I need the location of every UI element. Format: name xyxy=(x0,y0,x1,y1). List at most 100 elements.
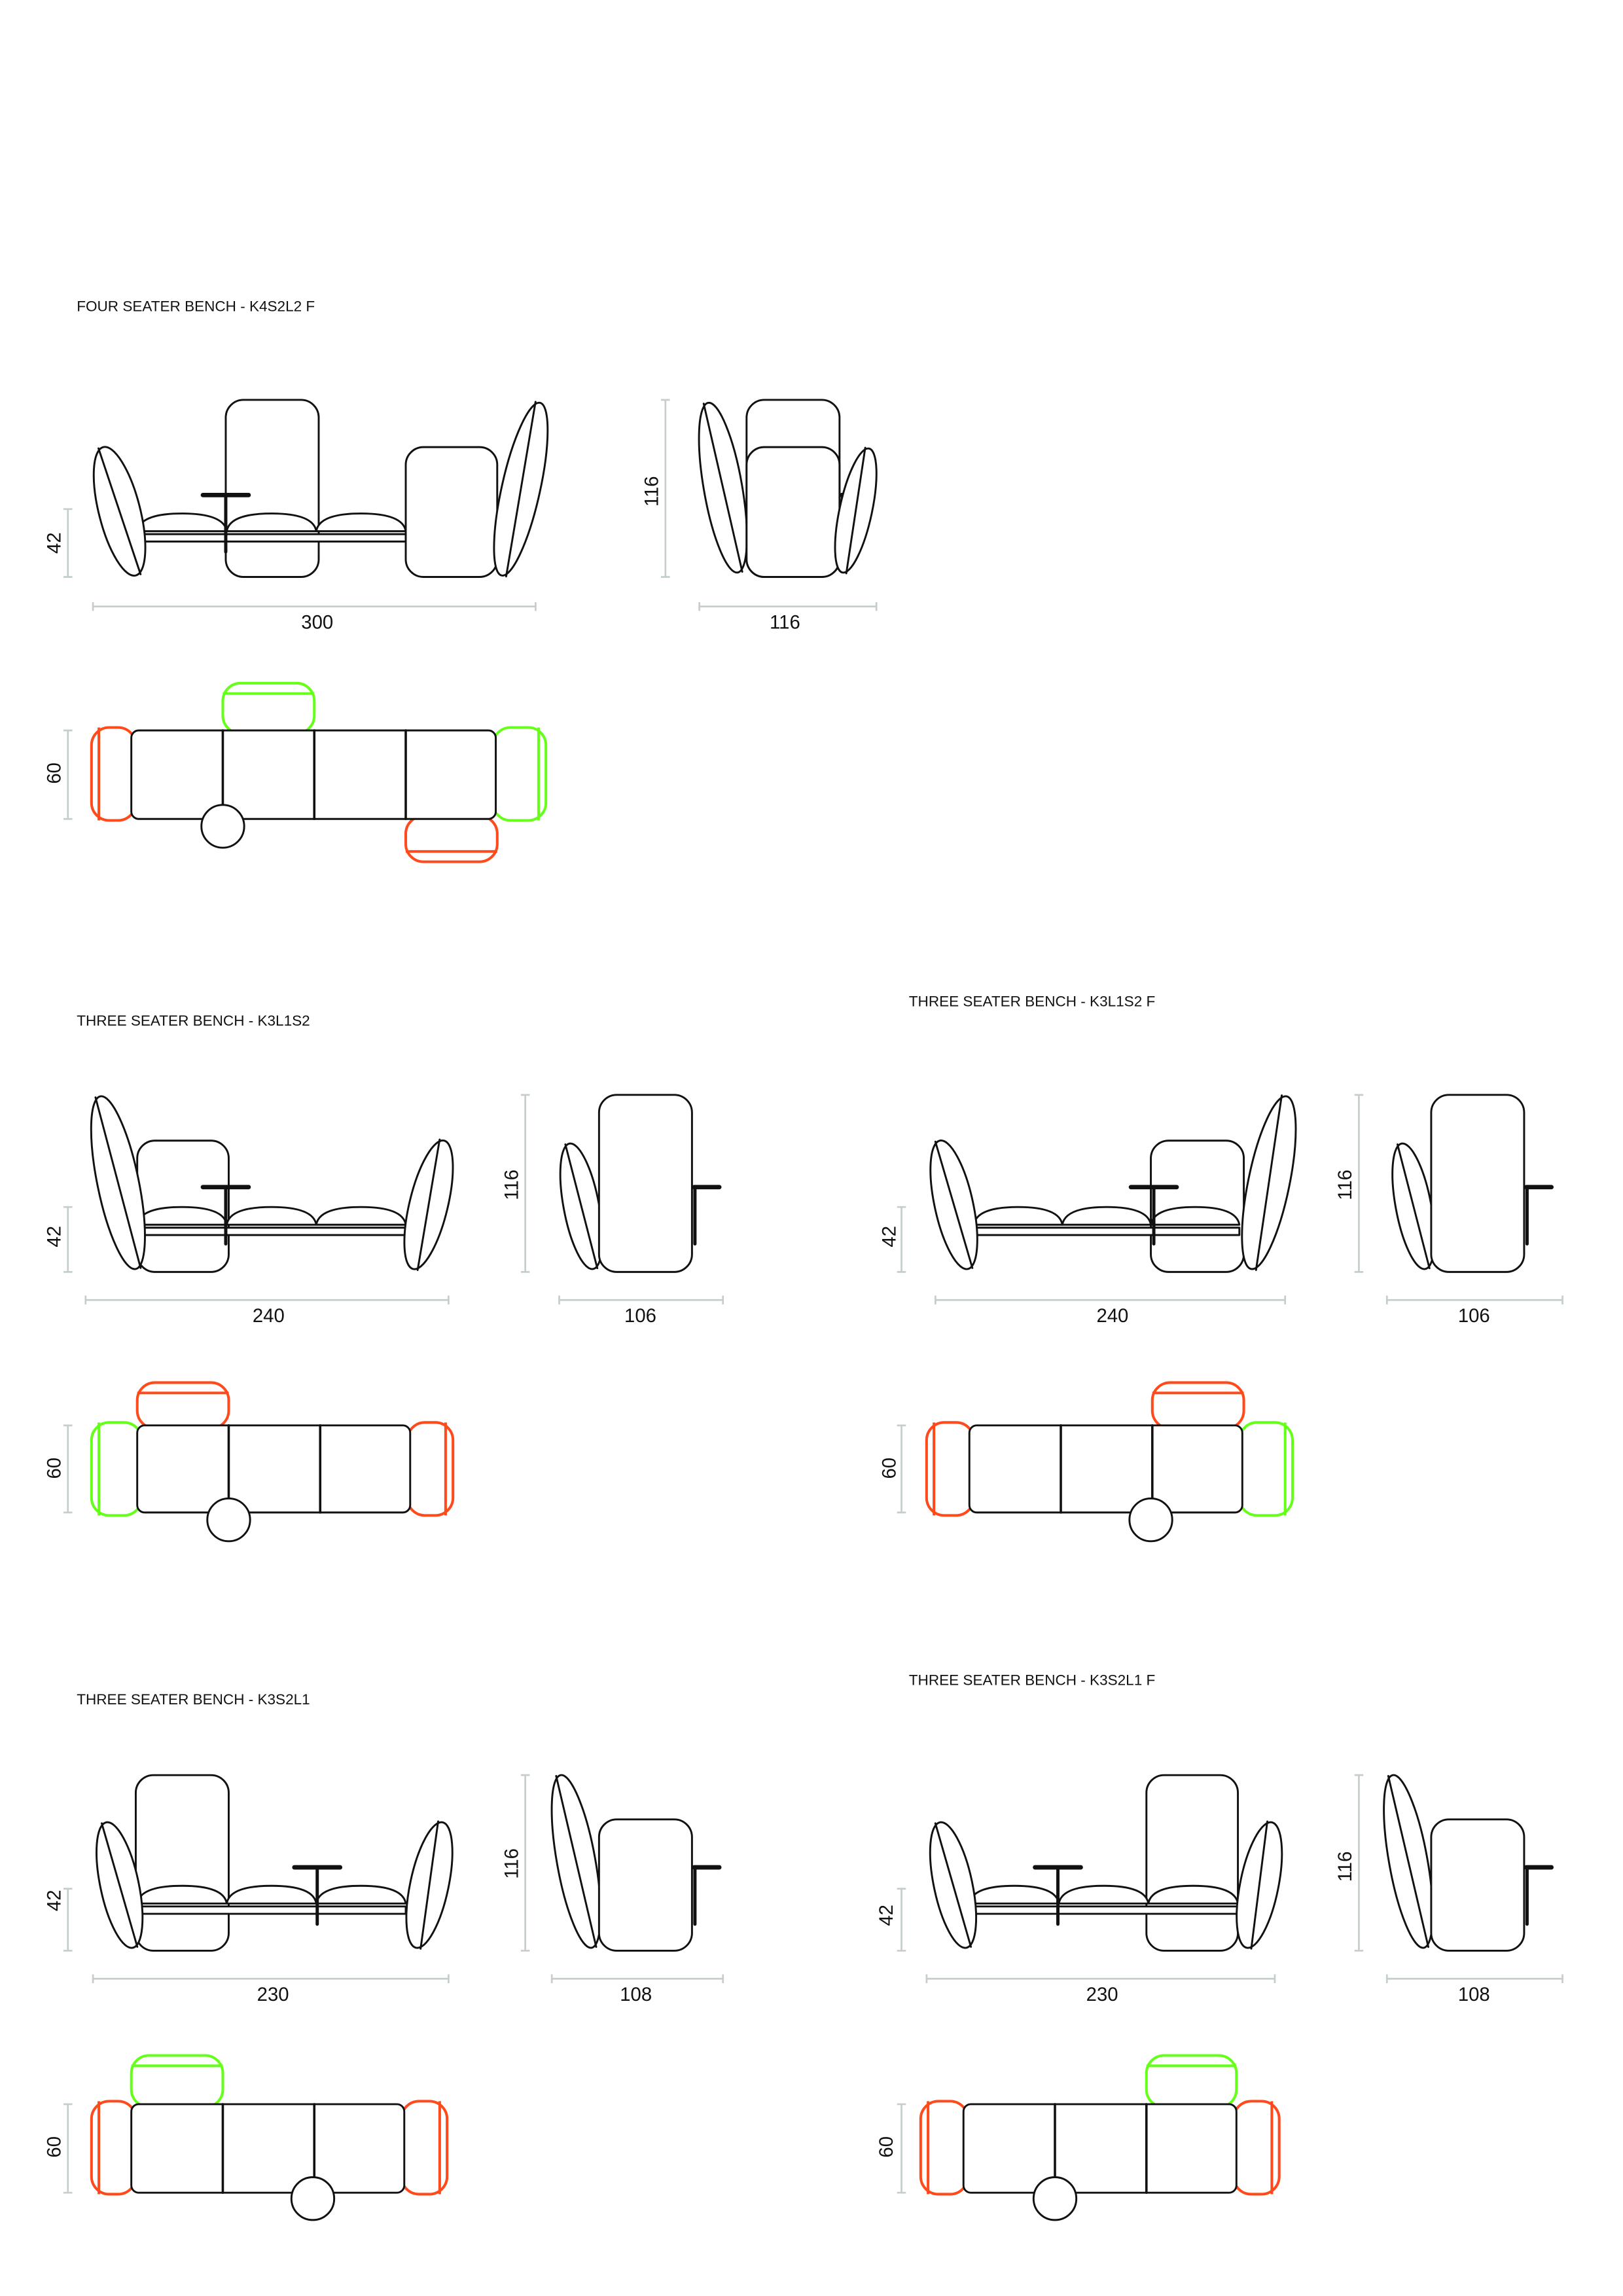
seat-cushion xyxy=(315,1206,407,1226)
plan-side-table xyxy=(290,2176,336,2221)
table-top xyxy=(292,1865,343,1870)
seat-cushion xyxy=(972,1206,1063,1226)
plan-cap-green xyxy=(221,681,316,735)
dimension-total-height: 116 xyxy=(501,1170,522,1200)
side-panel xyxy=(698,401,748,574)
dimension-width: 240 xyxy=(1096,1305,1128,1327)
dimension-plan-depth: 60 xyxy=(43,2136,65,2158)
dimension-depth: 116 xyxy=(770,611,800,633)
plan-side-table xyxy=(1032,2176,1078,2221)
side-panel-seam xyxy=(1396,1143,1431,1270)
dimension-plan-depth: 60 xyxy=(876,2136,897,2158)
seat-cushion xyxy=(968,1884,1060,1905)
dimension-line-horizontal xyxy=(92,1974,450,1984)
side-panel-seam xyxy=(419,1820,439,1950)
table-top xyxy=(1524,1185,1554,1190)
side-panel xyxy=(929,1139,978,1270)
side-panel-seam xyxy=(934,1822,972,1948)
section-k3s2l1-f: THREE SEATER BENCH - K3S2L1 F42230116108… xyxy=(876,1672,1563,2221)
bench-rail xyxy=(136,1905,407,1915)
dimension-line-vertical xyxy=(1354,1774,1364,1952)
dimension-line-horizontal xyxy=(1385,1295,1563,1304)
bench-rail xyxy=(136,1227,407,1236)
plan-side-table xyxy=(200,804,245,849)
seat-cushion xyxy=(1150,1206,1241,1226)
plan-cap-green xyxy=(1145,2054,1238,2109)
back-panel-tall xyxy=(134,1774,230,1952)
dimension-total-height: 116 xyxy=(641,476,663,507)
dimension-seat-height: 42 xyxy=(876,1905,897,1926)
dimension-width: 230 xyxy=(257,1984,289,2005)
dimension-depth: 106 xyxy=(624,1305,656,1327)
side-panel-seam xyxy=(505,401,537,578)
dimension-line-vertical xyxy=(520,1094,530,1273)
seat-cushion xyxy=(226,1206,317,1226)
dimension-line-vertical xyxy=(897,1888,906,1952)
dimension-total-height: 116 xyxy=(501,1848,522,1879)
dimension-total-height: 116 xyxy=(1334,1852,1356,1882)
dimension-line-horizontal xyxy=(550,1974,724,1984)
side-panel-seam xyxy=(416,1138,441,1271)
dimension-total-height: 116 xyxy=(1334,1170,1356,1200)
side-panel xyxy=(550,1774,602,1949)
dimension-line-horizontal xyxy=(925,1974,1276,1984)
seat-cushion xyxy=(1058,1884,1150,1905)
dimension-line-vertical xyxy=(63,1424,73,1514)
side-panel-seam xyxy=(555,1774,597,1948)
bench-rail xyxy=(972,1227,1241,1236)
seat-cushion xyxy=(226,1884,317,1905)
plan-bench-body xyxy=(962,2103,1238,2194)
table-top xyxy=(692,1865,722,1870)
dimension-line-horizontal xyxy=(558,1295,724,1304)
section-title: THREE SEATER BENCH - K3L1S2 xyxy=(77,1013,310,1029)
plan-bench-body xyxy=(136,1424,412,1514)
side-panel xyxy=(1241,1094,1297,1271)
bench-rail xyxy=(968,1905,1240,1915)
dimension-line-horizontal xyxy=(84,1295,450,1304)
dimension-seat-height: 42 xyxy=(43,1890,65,1911)
side-back-panel xyxy=(597,1094,693,1273)
side-panel xyxy=(1236,1820,1283,1950)
section-title: FOUR SEATER BENCH - K4S2L2 F xyxy=(77,298,315,315)
dimension-line-vertical xyxy=(661,399,670,578)
seat-cushion xyxy=(1061,1206,1152,1226)
section-title: THREE SEATER BENCH - K3L1S2 F xyxy=(909,994,1155,1010)
plan-cap-orange xyxy=(404,814,499,863)
table-top xyxy=(1128,1185,1179,1190)
table-top xyxy=(200,1185,251,1190)
side-panel-seam xyxy=(1255,1094,1283,1271)
dimension-line-horizontal xyxy=(698,601,878,611)
dimension-plan-depth: 60 xyxy=(43,1458,65,1479)
side-panel-seam xyxy=(101,1822,139,1948)
side-panel xyxy=(834,446,878,575)
section-k3l1s2-f: THREE SEATER BENCH - K3L1S2 F42240116106… xyxy=(879,994,1563,1543)
dimension-line-horizontal xyxy=(1385,1974,1563,1984)
dimension-line-horizontal xyxy=(935,1295,1287,1304)
dimension-depth: 108 xyxy=(1458,1984,1490,2005)
back-panel-tall xyxy=(1145,1774,1240,1952)
side-panel-seam xyxy=(845,446,866,575)
dimension-line-vertical xyxy=(897,2103,906,2194)
side-panel xyxy=(405,1820,454,1950)
side-back-panel xyxy=(1430,1094,1525,1273)
table-top xyxy=(1524,1865,1554,1870)
plan-side-table xyxy=(206,1497,251,1543)
side-seat-block xyxy=(745,446,841,578)
seat-cushion xyxy=(315,1884,407,1905)
back-panel-short xyxy=(404,446,499,578)
side-panel-seam xyxy=(1387,1774,1430,1948)
side-panel xyxy=(1383,1774,1434,1949)
table-top xyxy=(692,1185,722,1190)
dimension-depth: 106 xyxy=(1458,1305,1490,1327)
side-panel xyxy=(493,401,549,578)
plan-bench-body xyxy=(130,2103,406,2194)
dimension-line-vertical xyxy=(1354,1094,1364,1273)
dimension-width: 300 xyxy=(301,611,333,633)
seat-cushion xyxy=(136,512,228,533)
seat-cushion xyxy=(136,1884,228,1905)
side-seat-block xyxy=(597,1818,693,1952)
dimension-line-vertical xyxy=(63,729,73,820)
